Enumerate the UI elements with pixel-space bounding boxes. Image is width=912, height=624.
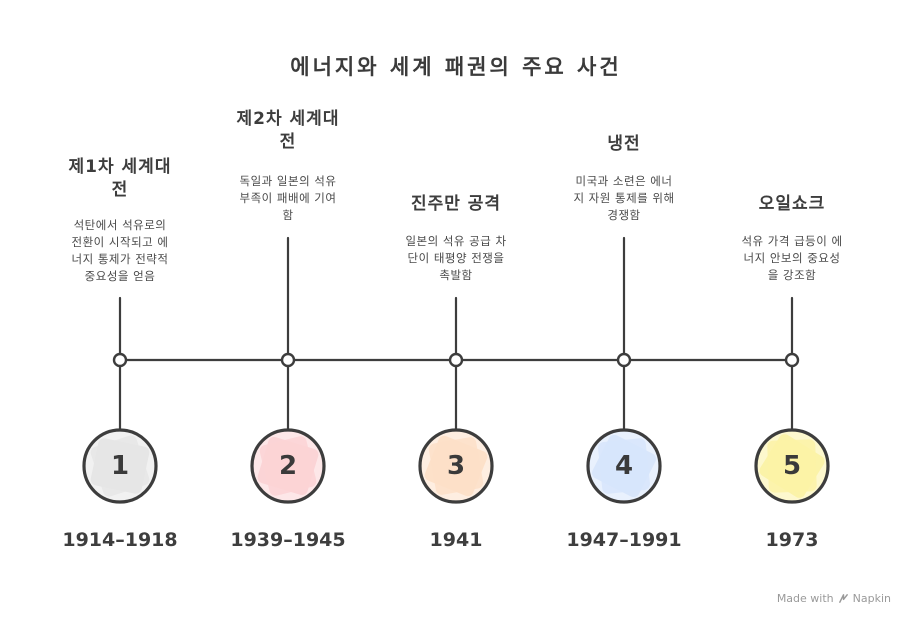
event-number-4: 4: [614, 451, 634, 481]
event-date-3: 1941: [429, 529, 483, 551]
timeline-node-1: [112, 352, 128, 368]
footer-watermark: Made with Napkin: [777, 592, 891, 605]
event-description-line: 단이 태평양 전쟁을: [407, 251, 505, 265]
event-description-line: 함: [282, 208, 294, 222]
event-title-line: 전: [111, 180, 129, 200]
event-description-line: 미국과 소련은 에너: [575, 174, 673, 188]
napkin-brand-label: Napkin: [852, 592, 891, 605]
made-with-label: Made with: [776, 592, 834, 605]
event-description-line: 일본의 석유 공급 차: [405, 234, 507, 248]
event-title-line: 전: [279, 132, 297, 152]
event-description-line: 석유 가격 급등이 에: [741, 234, 843, 248]
event-description-line: 중요성을 얻음: [84, 269, 156, 283]
event-number-circle-1: [82, 428, 158, 504]
event-description-line: 경쟁함: [607, 208, 641, 222]
timeline-node-2: [280, 352, 296, 368]
event-title-line: 제2차 세계대: [236, 109, 340, 129]
event-title-line: 오일쇼크: [758, 194, 826, 214]
event-number-3: 3: [446, 451, 466, 481]
event-number-1: 1: [110, 451, 130, 481]
event-description-line: 너지 통제가 전략적: [71, 252, 169, 266]
event-description-line: 부족이 패배에 기여: [239, 191, 337, 205]
event-description-line: 지 자원 통제를 위해: [573, 191, 675, 205]
event-date-2: 1939–1945: [230, 529, 346, 551]
event-title-3: 진주만 공격: [381, 193, 531, 216]
event-title-line: 제1차 세계대: [68, 157, 172, 177]
page-title: 에너지와 세계 패권의 주요 사건: [290, 55, 622, 79]
event-description-line: 촉발함: [439, 268, 473, 282]
timeline-node-5: [784, 352, 800, 368]
event-number-5: 5: [782, 451, 802, 481]
event-date-4: 1947–1991: [566, 529, 682, 551]
napkin-logo-icon: [838, 594, 848, 603]
event-number-2: 2: [278, 451, 298, 481]
event-date-5: 1973: [765, 529, 819, 551]
event-date-1: 1914–1918: [62, 529, 178, 551]
event-title-4: 냉전: [549, 133, 699, 156]
event-description-line: 석탄에서 석유로의: [73, 218, 167, 232]
event-number-circle-3: [418, 428, 494, 504]
event-description-line: 전환이 시작되고 에: [71, 235, 169, 249]
event-title-line: 진주만 공격: [410, 194, 502, 214]
timeline-node-3: [448, 352, 464, 368]
event-number-circle-4: [586, 428, 662, 504]
event-number-circle-2: [250, 428, 326, 504]
event-description-line: 너지 안보의 중요성: [743, 251, 841, 265]
timeline-node-4: [616, 352, 632, 368]
event-title-line: 냉전: [607, 134, 641, 154]
event-title-5: 오일쇼크: [717, 193, 867, 216]
event-description-line: 독일과 일본의 석유: [239, 174, 337, 188]
event-description-line: 을 강조함: [767, 268, 817, 282]
event-number-circle-5: [754, 428, 830, 504]
